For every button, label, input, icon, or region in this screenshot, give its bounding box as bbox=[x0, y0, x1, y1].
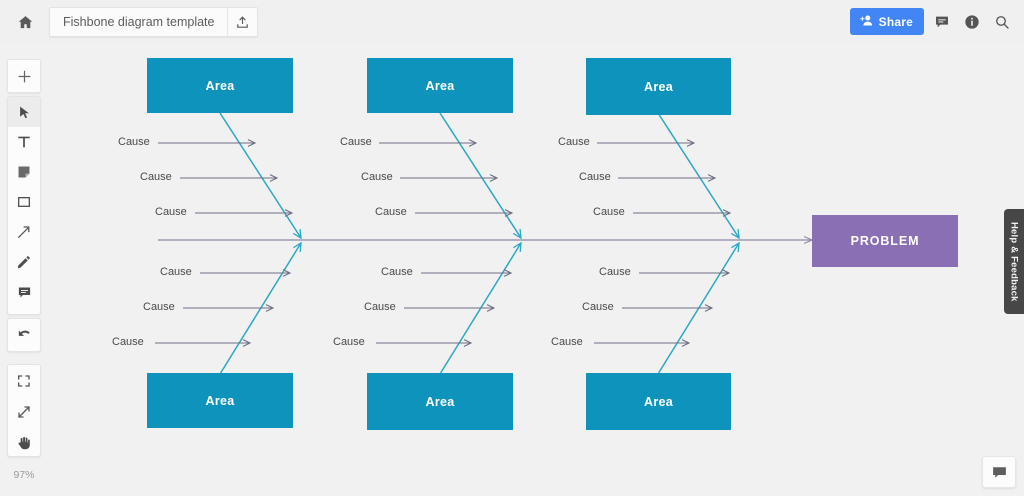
zoom-level-indicator[interactable]: 97% bbox=[7, 464, 41, 486]
cause-label-c2-t2[interactable]: Cause bbox=[361, 171, 393, 183]
toolbar-add-group bbox=[7, 59, 41, 93]
diagram-canvas[interactable]: Area Area Area Area Area Area PROBLEM Ca… bbox=[0, 44, 1024, 496]
hand-pan-icon[interactable] bbox=[8, 427, 40, 458]
toolbar-main-group bbox=[7, 96, 41, 315]
cause-label-c1-t2[interactable]: Cause bbox=[140, 171, 172, 183]
toolbar-undo-group bbox=[7, 318, 41, 352]
plus-icon[interactable] bbox=[8, 60, 40, 92]
expand-arrows-icon[interactable] bbox=[8, 396, 40, 427]
cause-label-c1-b2[interactable]: Cause bbox=[143, 301, 175, 313]
cause-arrows-col1-top bbox=[158, 143, 292, 213]
info-icon[interactable] bbox=[959, 9, 985, 35]
cause-label-c2-t1[interactable]: Cause bbox=[340, 136, 372, 148]
help-feedback-tab[interactable]: Help & Feedback bbox=[1004, 209, 1024, 314]
area-box-top-1[interactable]: Area bbox=[147, 58, 293, 113]
fishbone-diagram bbox=[155, 112, 1024, 375]
document-title-group: Fishbone diagram template bbox=[49, 7, 259, 37]
cause-label-c2-b2[interactable]: Cause bbox=[364, 301, 396, 313]
share-button[interactable]: Share bbox=[849, 8, 924, 35]
cause-label-c1-t3[interactable]: Cause bbox=[155, 206, 187, 218]
fishbone-bones-top bbox=[219, 112, 740, 240]
rectangle-icon[interactable] bbox=[8, 187, 40, 217]
cause-label-c2-t3[interactable]: Cause bbox=[375, 206, 407, 218]
area-box-bottom-3[interactable]: Area bbox=[586, 373, 731, 430]
chat-bubble-icon[interactable] bbox=[982, 456, 1016, 488]
cause-arrows-col2-top bbox=[379, 143, 512, 213]
area-box-top-3[interactable]: Area bbox=[586, 58, 731, 115]
search-icon[interactable] bbox=[989, 9, 1015, 35]
cause-label-c2-b3[interactable]: Cause bbox=[333, 336, 365, 348]
cause-label-c3-b3[interactable]: Cause bbox=[551, 336, 583, 348]
toolbar-view-group bbox=[7, 364, 41, 457]
share-label: Share bbox=[878, 14, 913, 29]
cause-label-c3-b1[interactable]: Cause bbox=[599, 266, 631, 278]
cause-arrows-col3-bottom bbox=[594, 273, 729, 343]
comment-icon[interactable] bbox=[8, 277, 40, 307]
fit-screen-icon[interactable] bbox=[8, 365, 40, 396]
cause-label-c1-t1[interactable]: Cause bbox=[118, 136, 150, 148]
area-box-top-2[interactable]: Area bbox=[367, 58, 513, 113]
cause-label-c3-t2[interactable]: Cause bbox=[579, 171, 611, 183]
cause-label-c1-b1[interactable]: Cause bbox=[160, 266, 192, 278]
cause-label-c3-t3[interactable]: Cause bbox=[593, 206, 625, 218]
pencil-icon[interactable] bbox=[8, 247, 40, 277]
cause-arrows-col2-bottom bbox=[376, 273, 511, 343]
cause-label-c2-b1[interactable]: Cause bbox=[381, 266, 413, 278]
arrow-icon[interactable] bbox=[8, 217, 40, 247]
problem-box[interactable]: PROBLEM bbox=[812, 215, 958, 267]
cause-label-c1-b3[interactable]: Cause bbox=[112, 336, 144, 348]
text-icon[interactable] bbox=[8, 127, 40, 157]
app-header: Fishbone diagram template Share bbox=[0, 0, 1024, 44]
cursor-select-icon[interactable] bbox=[8, 97, 40, 127]
comment-icon[interactable] bbox=[929, 9, 955, 35]
upload-icon[interactable] bbox=[227, 8, 257, 36]
home-icon[interactable] bbox=[11, 8, 39, 36]
area-box-bottom-1[interactable]: Area bbox=[147, 373, 293, 428]
area-box-bottom-2[interactable]: Area bbox=[367, 373, 513, 430]
cause-label-c3-t1[interactable]: Cause bbox=[558, 136, 590, 148]
document-title-input[interactable]: Fishbone diagram template bbox=[63, 15, 215, 29]
person-add-icon bbox=[859, 14, 874, 30]
sticky-note-icon[interactable] bbox=[8, 157, 40, 187]
cause-arrows-col1-bottom bbox=[155, 273, 290, 343]
undo-icon[interactable] bbox=[8, 319, 40, 351]
cause-arrows-col3-top bbox=[597, 143, 730, 213]
help-feedback-label: Help & Feedback bbox=[1008, 221, 1020, 302]
cause-label-c3-b2[interactable]: Cause bbox=[582, 301, 614, 313]
